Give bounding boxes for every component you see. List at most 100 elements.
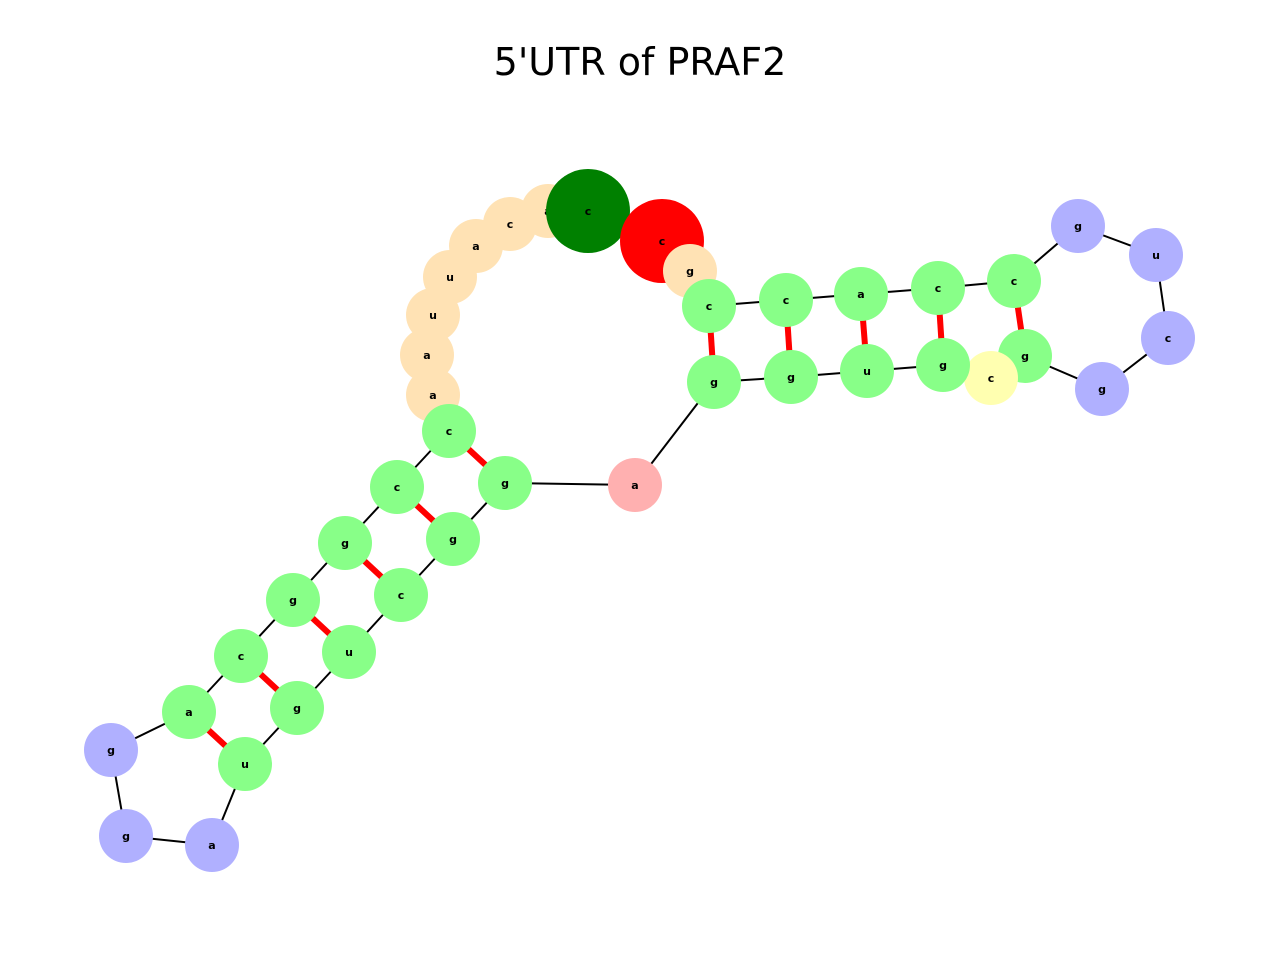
nucleotide-circle — [911, 261, 965, 315]
nucleotide-node: g — [1051, 199, 1105, 253]
nucleotide-circle — [318, 516, 372, 570]
nucleotide-label: g — [939, 359, 947, 372]
nucleotide-label: g — [686, 265, 694, 278]
nucleotide-label: c — [1165, 332, 1172, 345]
nucleotide-label: u — [429, 309, 437, 322]
nucleotide-node: c — [911, 261, 965, 315]
nucleotide-label: a — [631, 479, 638, 492]
nucleotide-label: u — [241, 758, 249, 771]
nucleotide-node: c — [214, 629, 268, 683]
nucleotide-circle — [1075, 362, 1129, 416]
nucleotide-node: u — [1129, 228, 1183, 282]
nucleotide-circle — [426, 512, 480, 566]
nucleotide-node: g — [687, 355, 741, 409]
nucleotide-label: u — [446, 271, 454, 284]
nucleotide-node: g — [266, 573, 320, 627]
nucleotide-label: a — [429, 389, 436, 402]
nucleotide-label: u — [863, 365, 871, 378]
nucleotide-node: c — [682, 279, 736, 333]
nucleotide-circle — [987, 254, 1041, 308]
nucleotide-circle — [964, 351, 1018, 405]
nucleotide-label: g — [787, 371, 795, 384]
nucleotide-circle — [84, 723, 138, 777]
nucleotide-node: c — [422, 404, 476, 458]
nucleotide-label: c — [585, 205, 592, 218]
diagram-title: 5'UTR of PRAF2 — [493, 40, 787, 84]
nucleotide-node: c — [374, 568, 428, 622]
nucleotide-label: a — [857, 288, 864, 301]
nucleotide-label: c — [398, 589, 405, 602]
nucleotide-node: c — [1141, 311, 1195, 365]
nucleotide-circle — [266, 573, 320, 627]
nucleotide-node: g — [764, 350, 818, 404]
nucleotide-label: a — [208, 839, 215, 852]
nucleotide-circle — [608, 458, 662, 512]
nucleotide-node: g — [478, 456, 532, 510]
nucleotide-label: g — [1098, 383, 1106, 396]
nucleotide-circle — [370, 460, 424, 514]
nucleotide-label: g — [1074, 220, 1082, 233]
nucleotide-label: c — [394, 481, 401, 494]
nucleotide-label: u — [345, 646, 353, 659]
nucleotide-circle — [478, 456, 532, 510]
nucleotide-node: a — [608, 458, 662, 512]
nucleotide-circle — [374, 568, 428, 622]
nucleotide-label: c — [988, 372, 995, 385]
nucleotide-node: u — [840, 344, 894, 398]
nucleotide-label: u — [1152, 249, 1160, 262]
nucleotide-layer: aauuacaccgccaccgucggcguggaggcuguaggacggc… — [84, 169, 1195, 872]
nucleotide-node: u — [322, 625, 376, 679]
nucleotide-node: g — [916, 338, 970, 392]
nucleotide-node: c — [987, 254, 1041, 308]
nucleotide-circle — [422, 404, 476, 458]
nucleotide-circle — [546, 169, 630, 253]
nucleotide-circle — [185, 818, 239, 872]
nucleotide-node: g — [1075, 362, 1129, 416]
nucleotide-circle — [218, 737, 272, 791]
nucleotide-label: g — [122, 830, 130, 843]
nucleotide-node: a — [834, 267, 888, 321]
nucleotide-label: g — [1021, 350, 1029, 363]
nucleotide-node: g — [426, 512, 480, 566]
nucleotide-node: a — [162, 685, 216, 739]
nucleotide-node: g — [270, 681, 324, 735]
nucleotide-circle — [400, 328, 454, 382]
nucleotide-label: c — [238, 650, 245, 663]
nucleotide-label: a — [423, 349, 430, 362]
nucleotide-node: g — [84, 723, 138, 777]
nucleotide-node: a — [400, 328, 454, 382]
nucleotide-label: g — [289, 594, 297, 607]
nucleotide-node: g — [318, 516, 372, 570]
nucleotide-node: u — [218, 737, 272, 791]
nucleotide-label: c — [507, 218, 514, 231]
nucleotide-circle — [1141, 311, 1195, 365]
nucleotide-label: g — [293, 702, 301, 715]
nucleotide-node: c — [964, 351, 1018, 405]
nucleotide-circle — [322, 625, 376, 679]
nucleotide-circle — [764, 350, 818, 404]
nucleotide-circle — [162, 685, 216, 739]
nucleotide-circle — [840, 344, 894, 398]
nucleotide-circle — [1051, 199, 1105, 253]
nucleotide-label: c — [659, 235, 666, 248]
nucleotide-node: a — [185, 818, 239, 872]
nucleotide-label: g — [107, 744, 115, 757]
nucleotide-node: c — [370, 460, 424, 514]
nucleotide-label: g — [449, 533, 457, 546]
nucleotide-label: c — [783, 294, 790, 307]
nucleotide-node: g — [99, 809, 153, 863]
nucleotide-circle — [834, 267, 888, 321]
nucleotide-circle — [214, 629, 268, 683]
nucleotide-circle — [916, 338, 970, 392]
nucleotide-label: g — [341, 537, 349, 550]
nucleotide-circle — [270, 681, 324, 735]
nucleotide-label: a — [472, 240, 479, 253]
nucleotide-circle — [1129, 228, 1183, 282]
nucleotide-circle — [759, 273, 813, 327]
nucleotide-label: c — [935, 282, 942, 295]
nucleotide-label: c — [446, 425, 453, 438]
nucleotide-label: c — [706, 300, 713, 313]
nucleotide-label: g — [710, 376, 718, 389]
nucleotide-node: c — [759, 273, 813, 327]
